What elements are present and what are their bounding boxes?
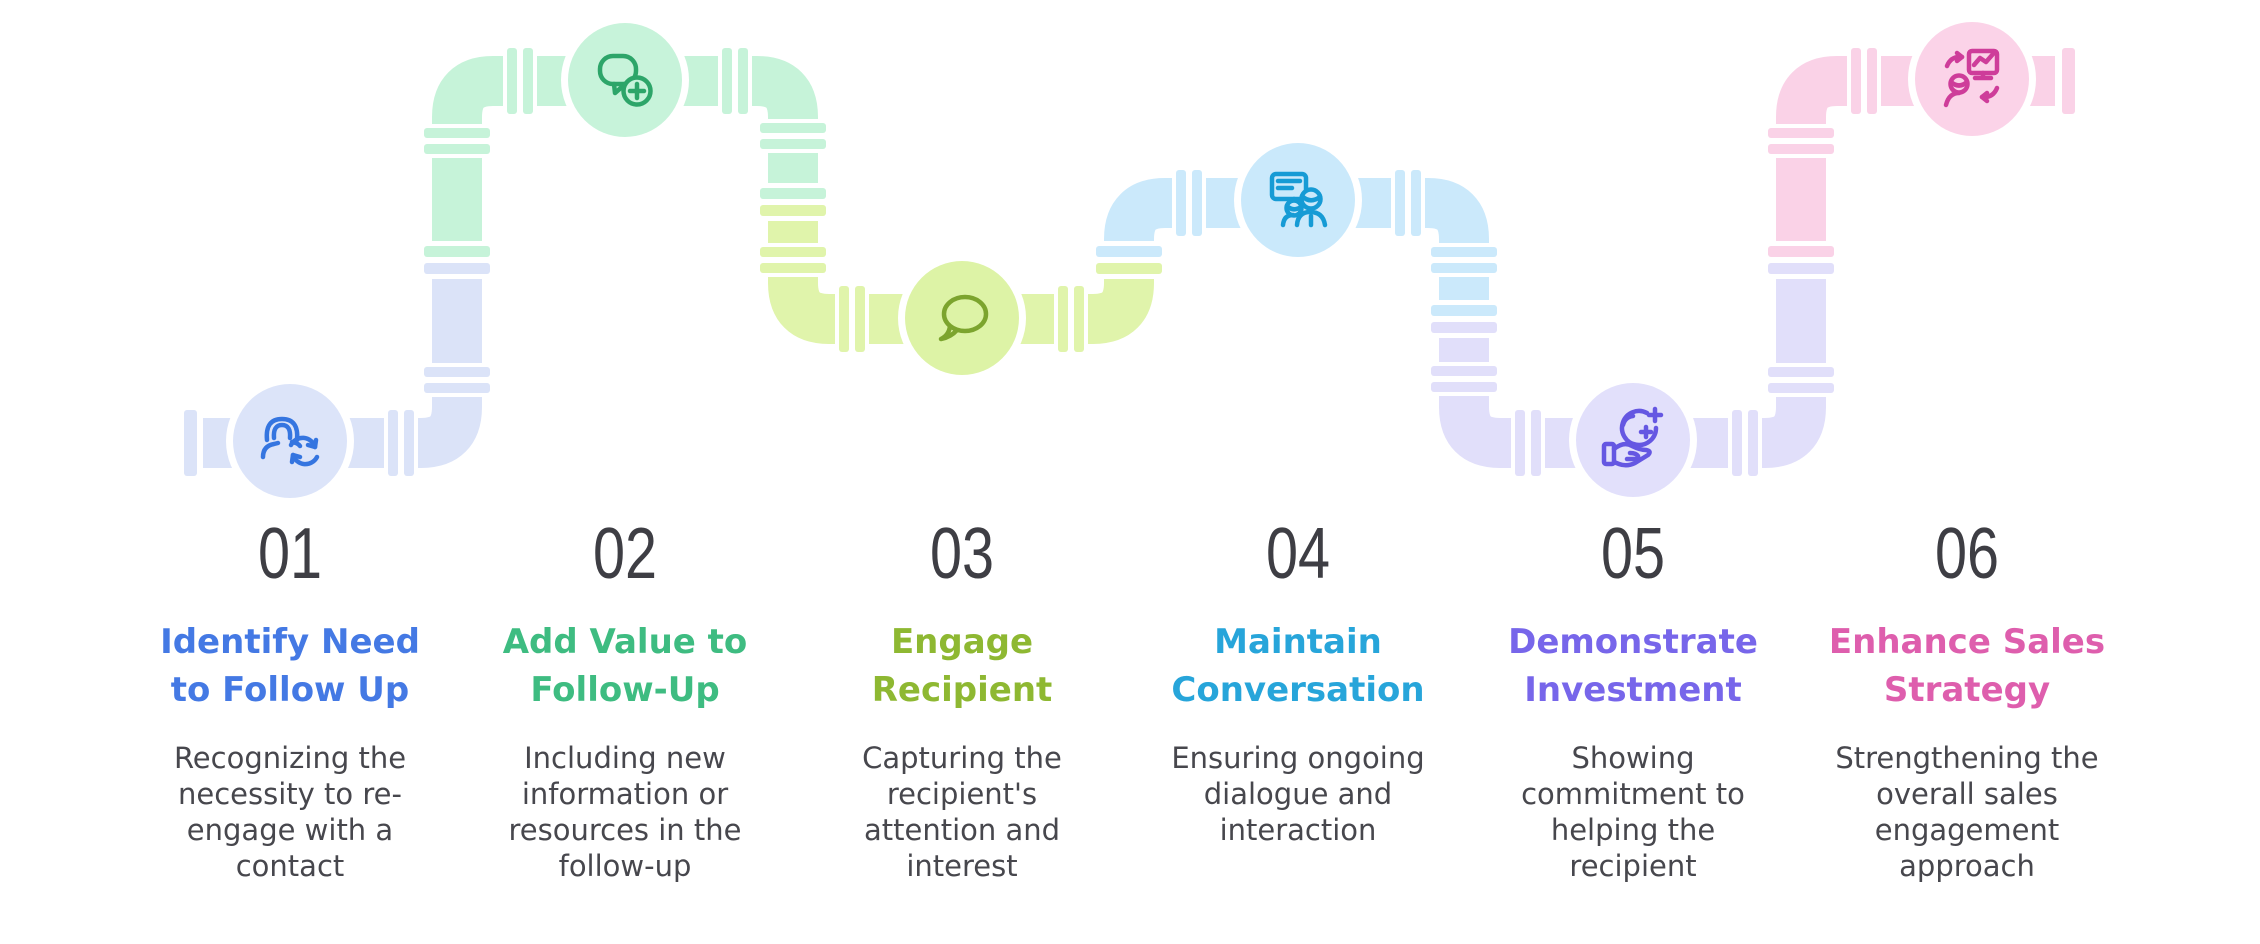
step-description: Showing commitment to helping the recipi… (1521, 741, 1745, 883)
step-column-6: 06 Enhance Sales Strategy Strengthening … (1827, 518, 2107, 884)
step-circle (1915, 22, 2029, 136)
pipe-segment-6 (1776, 56, 2055, 250)
step-number: 06 (1934, 514, 2000, 594)
pipe-segment-1 (203, 266, 482, 468)
step-description: Recognizing the necessity to re-engage w… (173, 741, 407, 883)
step-description: Strengthening the overall sales engageme… (1835, 741, 2099, 883)
step-column-1: 01 Identify Need to Follow Up Recognizin… (150, 518, 430, 884)
speech-bubble-icon (938, 294, 989, 342)
step-column-3: 03 Engage Recipient Capturing the recipi… (822, 518, 1102, 884)
step-number: 04 (1265, 514, 1331, 594)
step-description: Ensuring ongoing dialogue and interactio… (1171, 741, 1425, 847)
step-title: Add Value to Follow-Up (502, 622, 748, 710)
pipe-end-caps (184, 48, 2075, 476)
step-title: Engage Recipient (871, 622, 1053, 710)
step-number: 05 (1600, 514, 1666, 594)
step-title: Maintain Conversation (1171, 622, 1425, 710)
step-number: 02 (592, 514, 658, 594)
step-title: Enhance Sales Strategy (1828, 622, 2106, 710)
pipe-start-cap (184, 410, 197, 476)
step-column-4: 04 Maintain Conversation Ensuring ongoin… (1158, 518, 1438, 848)
pipe-end-cap (2062, 48, 2075, 114)
pipe-flanges-vertical (424, 119, 1834, 397)
group-message-icon (1269, 171, 1328, 228)
step-title: Identify Need to Follow Up (160, 622, 420, 710)
step-column-2: 02 Add Value to Follow-Up Including new … (485, 518, 765, 884)
step-number: 03 (929, 514, 995, 594)
step-column-5: 05 Demonstrate Investment Showing commit… (1493, 518, 1773, 884)
person-sync-icon (260, 416, 320, 467)
pipe-transition-flanges (424, 183, 1834, 338)
step-number: 01 (257, 514, 323, 594)
step-description: Including new information or resources i… (508, 741, 742, 883)
step-circle (905, 261, 1019, 375)
step-description: Capturing the recipient's attention and … (862, 741, 1062, 883)
step-circle (1576, 383, 1690, 497)
strategy-screen-icon (1943, 48, 2000, 108)
step-title: Demonstrate Investment (1508, 622, 1758, 710)
step-circle (568, 23, 682, 137)
chat-add-icon (597, 53, 653, 107)
pipe-flanges-horizontal (384, 47, 1881, 477)
hand-care-icon (1601, 406, 1664, 468)
